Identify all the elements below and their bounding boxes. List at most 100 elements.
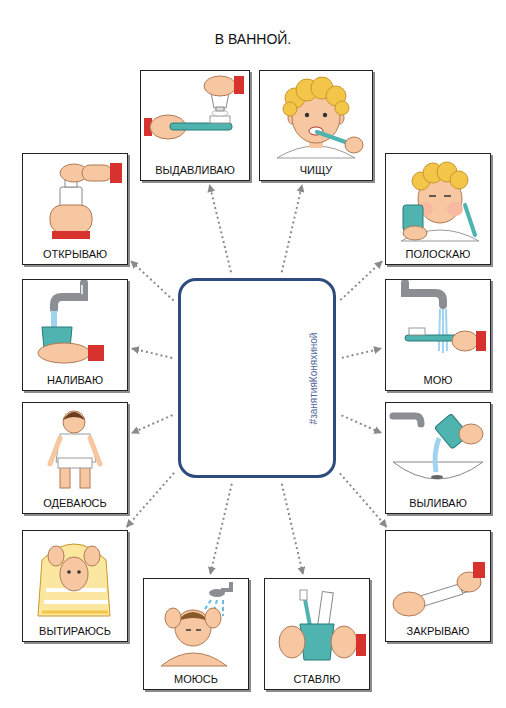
dotted-arrow (340, 261, 382, 300)
dotted-arrow (282, 185, 302, 272)
wash-picture-part (405, 283, 443, 305)
wash-picture-part (409, 328, 425, 335)
shower-picture (161, 582, 231, 666)
shower-picture-part (222, 600, 224, 616)
squeeze-picture-part (216, 107, 224, 111)
card-label: ЗАКРЫВАЮ (405, 625, 472, 638)
shower-picture-part (186, 629, 191, 631)
close-picture-part (473, 562, 485, 578)
brush-picture-part (283, 102, 297, 116)
place-picture-part (279, 626, 305, 658)
card-label: ПОЛОСКАЮ (404, 248, 473, 261)
place-picture-part (331, 626, 357, 658)
dotted-arrow (127, 473, 174, 527)
dry-picture-part (77, 570, 81, 574)
squeeze-picture-part (210, 116, 230, 123)
dry-picture (38, 544, 110, 616)
picture-card: СТАВЛЮ (264, 578, 370, 690)
pour-out-picture-part (393, 416, 421, 424)
picture-card: ОДЕВАЮСЬ (22, 402, 128, 514)
dry-picture-part (60, 557, 88, 591)
card-label: ВЫТИРАЮСЬ (37, 625, 113, 638)
rinse-picture-part (465, 205, 475, 235)
wash-picture-part (439, 309, 440, 351)
wash-picture-part (452, 331, 478, 351)
card-label: СТАВЛЮ (292, 673, 343, 686)
dress-picture (50, 411, 100, 488)
rinse-picture-part (447, 202, 463, 216)
picture-card: НАЛИВАЮ (22, 279, 128, 391)
open-picture (50, 163, 122, 239)
card-label: ЧИЩУ (298, 164, 335, 177)
dry-picture-part (38, 544, 110, 616)
pour-out-picture-part (435, 438, 439, 472)
dry-picture-part (42, 611, 108, 614)
wash-picture (405, 283, 486, 353)
place-picture-part (318, 591, 334, 626)
picture-card: ВЫЛИВАЮ (385, 402, 491, 514)
picture-card: МОЮ (385, 279, 491, 391)
close-picture-part (393, 592, 425, 616)
dotted-arrow (282, 484, 303, 574)
dotted-arrow (132, 348, 172, 358)
dress-picture-part (63, 412, 85, 420)
brush-picture-part (305, 113, 309, 117)
dotted-arrow (131, 261, 174, 301)
dotted-arrow (340, 473, 387, 527)
card-label: НАЛИВАЮ (45, 374, 105, 387)
squeeze-picture (144, 76, 244, 139)
brush-picture-part (323, 113, 327, 117)
wash-picture-part (476, 331, 486, 351)
fill-picture (38, 283, 104, 363)
card-label: МОЮСЬ (172, 673, 220, 686)
shower-picture-part (161, 653, 227, 666)
squeeze-picture-part (204, 76, 236, 96)
picture-card: МОЮСЬ (143, 578, 249, 690)
title: В ВАННОЙ. (0, 31, 506, 47)
dry-picture-part (84, 546, 100, 566)
rinse-picture (401, 162, 479, 241)
fill-picture-part (38, 343, 90, 363)
brush-picture-part (345, 137, 363, 153)
wash-picture-part (446, 309, 447, 351)
rinse-picture-part (403, 226, 427, 240)
picture-card: ЗАКРЫВАЮ (385, 530, 491, 642)
shower-picture-part (221, 582, 231, 590)
place-picture (279, 590, 366, 660)
dress-picture-part (58, 458, 92, 468)
open-picture-part (50, 205, 92, 233)
card-label: МОЮ (422, 374, 455, 387)
card-label: ОТКРЫВАЮ (41, 248, 109, 261)
rinse-picture-part (444, 195, 451, 197)
pour-out-picture-part (459, 424, 483, 444)
fill-picture-part (88, 345, 104, 361)
dotted-arrow (210, 185, 231, 272)
card-label: ОДЕВАЮСЬ (41, 497, 109, 510)
dry-picture-part (48, 546, 64, 566)
fill-picture-part (54, 283, 84, 309)
brush-picture (277, 77, 363, 158)
picture-card: ВЫДАВЛИВАЮ (140, 70, 250, 181)
center-box: #занятияКоняхиной (178, 278, 336, 478)
rinse-picture-part (429, 195, 436, 197)
dotted-arrow (341, 415, 381, 433)
dry-picture-part (67, 570, 71, 574)
dotted-arrow (132, 415, 173, 433)
picture-card: ВЫТИРАЮСЬ (22, 530, 128, 642)
dry-picture-part (44, 600, 108, 604)
card-label: ВЫЛИВАЮ (407, 497, 469, 510)
dress-picture-part (63, 411, 85, 433)
wash-picture-part (442, 309, 444, 353)
pour-out-picture-part (431, 475, 443, 479)
shower-picture-part (209, 589, 225, 597)
place-picture-part (300, 590, 307, 600)
brush-picture-part (335, 101, 349, 115)
pour-out-picture (393, 414, 483, 479)
open-picture-part (52, 231, 90, 239)
open-picture-part (82, 165, 112, 181)
dotted-arrow (210, 484, 232, 574)
close-picture (393, 562, 485, 616)
